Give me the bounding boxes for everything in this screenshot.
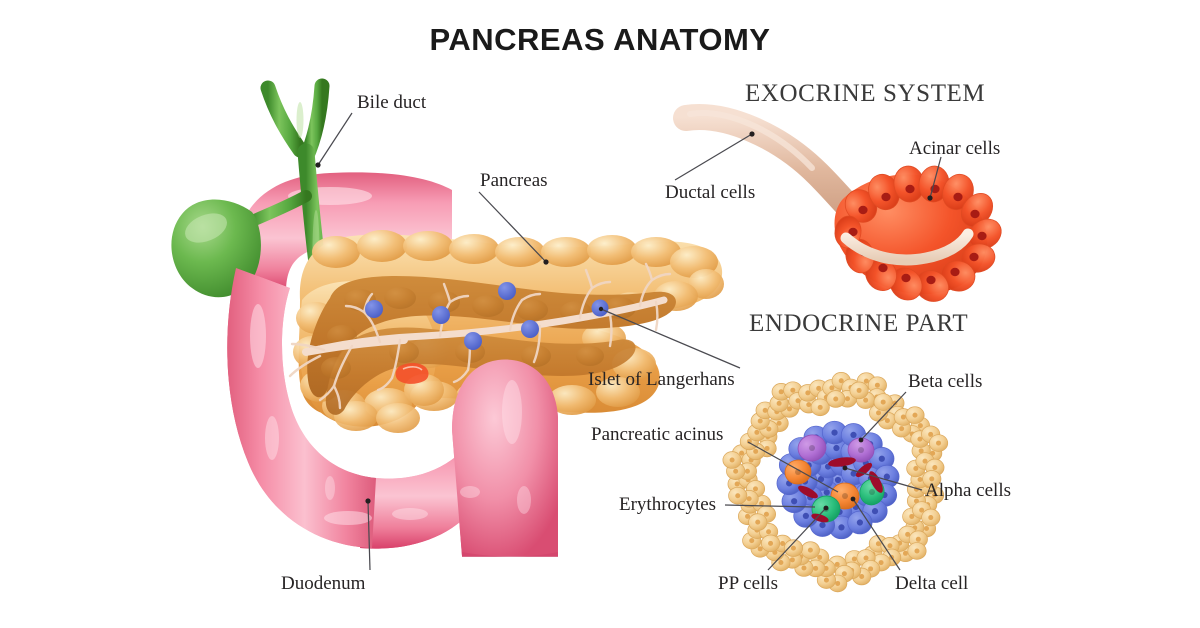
islet-detail-group [722, 372, 949, 593]
acinar-cells-shape [834, 165, 1002, 302]
acinus-rosette [769, 381, 808, 418]
label-acinar-cells: Acinar cells [909, 138, 1001, 159]
organ-overview-group [171, 78, 724, 557]
label-pp-cells: PP cells [718, 573, 778, 594]
pancreas-vessel-detail [395, 363, 429, 384]
exocrine-section-header: EXOCRINE SYSTEM [745, 80, 986, 107]
label-ductal-cells: Ductal cells [665, 182, 756, 203]
label-erythrocytes: Erythrocytes [619, 494, 717, 515]
acinus-rosette [890, 525, 928, 563]
label-beta-cells: Beta cells [908, 371, 983, 392]
islet-core [776, 420, 900, 540]
exocrine-unit-group [673, 104, 1002, 302]
duodenum-front-wall [227, 268, 558, 557]
label-bile-duct: Bile duct [357, 92, 427, 113]
label-pancreatic-acinus: Pancreatic acinus [591, 424, 724, 445]
acinar-lumen [840, 228, 974, 266]
label-pancreas: Pancreas [480, 170, 548, 191]
endocrine-section-header: ENDOCRINE PART [749, 310, 969, 337]
label-alpha-cells: Alpha cells [925, 480, 1012, 501]
page-title: PANCREAS ANATOMY [429, 22, 771, 57]
label-duodenum: Duodenum [281, 573, 366, 594]
label-delta-cell: Delta cell [895, 573, 969, 594]
label-islet-of-langerhans: Islet of Langerhans [588, 369, 735, 390]
